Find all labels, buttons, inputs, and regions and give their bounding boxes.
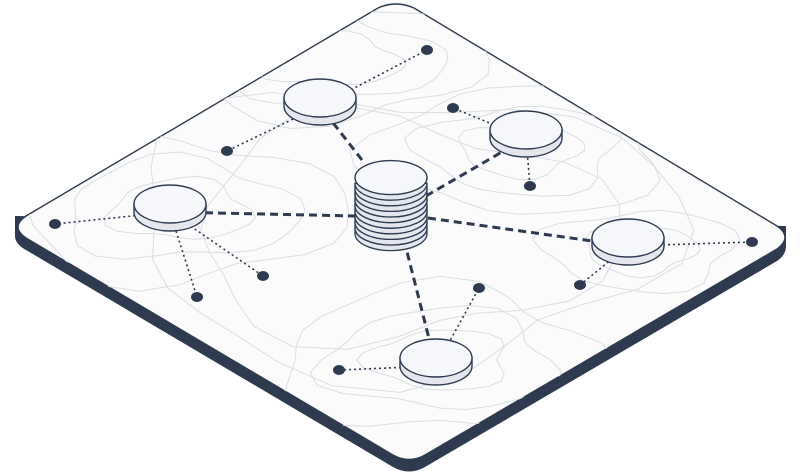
leaf-1 <box>421 45 433 55</box>
leaf-link <box>525 137 531 187</box>
node-left <box>133 184 207 232</box>
node-right <box>591 218 665 266</box>
hub-database <box>354 159 428 252</box>
contour-line <box>200 105 622 350</box>
hub-link <box>169 210 357 218</box>
leaf-6 <box>257 271 269 281</box>
satellite-nodes <box>133 78 665 386</box>
leaf-5 <box>49 219 61 229</box>
contour-line <box>532 209 741 295</box>
node-face <box>399 338 473 378</box>
hub-link <box>427 216 629 248</box>
leaf-11 <box>333 365 345 375</box>
node-bottom <box>399 338 473 386</box>
hub-top <box>354 159 428 196</box>
node-face <box>489 110 563 150</box>
leaf-points <box>49 45 758 375</box>
node-top <box>283 78 357 126</box>
leaf-2 <box>221 146 233 156</box>
contour-line <box>585 227 701 279</box>
hub-disc-rim <box>354 183 428 201</box>
contour-line <box>73 151 306 260</box>
leaf-link <box>169 211 264 277</box>
node-right-upper <box>489 110 563 158</box>
node-face <box>283 78 357 118</box>
leaf-8 <box>746 237 758 247</box>
contour-line <box>403 105 622 197</box>
leaf-4 <box>524 181 536 191</box>
leaf-9 <box>574 280 586 290</box>
contour-line <box>103 175 256 240</box>
leaf-link <box>452 107 527 139</box>
contour-line <box>356 329 505 391</box>
leaf-link <box>54 211 171 225</box>
leaf-3 <box>447 103 459 113</box>
leaf-link <box>226 105 321 152</box>
leaf-7 <box>191 292 203 302</box>
node-face <box>591 218 665 258</box>
node-face <box>133 184 207 224</box>
leaf-10 <box>473 283 485 293</box>
